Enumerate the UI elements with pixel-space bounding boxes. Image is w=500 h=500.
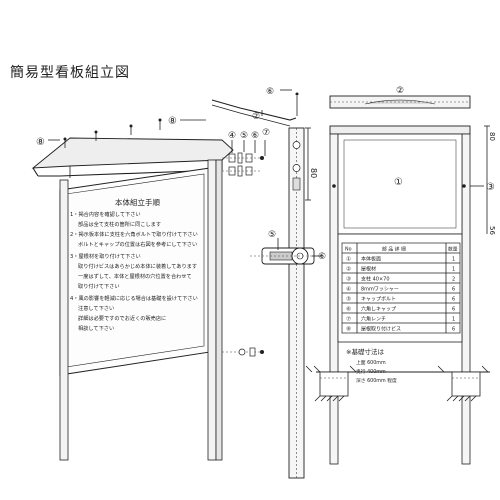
callout-6-detail: ⑥ — [318, 252, 326, 262]
table-row-name: 屋根取り付けビス — [361, 326, 401, 333]
roof-side-detail — [211, 89, 299, 127]
foundation-note-heading: ※基礎寸法は — [346, 347, 384, 356]
bolt-assembly-upper — [222, 152, 264, 177]
parts-header-no: No — [345, 247, 352, 253]
parts-rows: ① 本体板面 1 ② 屋根材 1 ③ 支柱 40×70 2 ④ 8mmワッシャー… — [346, 256, 455, 333]
callout-2-side: ② — [252, 112, 260, 122]
table-row-no: ⑥ — [346, 307, 351, 313]
table-row-name: 六角しキャップ — [361, 306, 396, 313]
table-row-qty: 6 — [452, 287, 455, 293]
instruction-line: 4・風の影響を軽減に応じる場合は基礎を設けて下さい — [70, 294, 198, 302]
callout-5: ⑤ — [240, 131, 248, 141]
table-row-qty: 1 — [452, 267, 455, 273]
callout-5-detail: ⑤ — [268, 230, 276, 240]
parts-header-name: 部 品 詳 細 — [382, 246, 406, 253]
table-row-qty: 6 — [452, 307, 455, 313]
instruction-line: 相談して下さい — [78, 324, 114, 332]
post-side-section — [288, 127, 305, 479]
table-row-name: キャップボルト — [361, 296, 396, 303]
callout-4: ④ — [228, 131, 236, 141]
table-row-no: ⑦ — [346, 316, 351, 323]
instruction-line: 一度はずして、本体と屋根材の穴位置を合わせて — [78, 272, 192, 280]
parts-table — [341, 242, 461, 334]
table-row-name: 本体板面 — [361, 256, 381, 263]
table-row-qty: 6 — [452, 297, 455, 303]
callout-8-top: ⑧ — [168, 116, 177, 127]
table-row-qty: 1 — [452, 317, 455, 323]
instruction-line: 1・掲合内容を確認して下さい — [70, 210, 141, 218]
parts-header-qty: 数量 — [448, 246, 458, 253]
instruction-line: 3・屋根材を取り付けて下さい — [70, 252, 141, 260]
callout-2-top: ② — [396, 86, 404, 96]
bolt-assembly-lower — [222, 347, 264, 357]
instruction-line: 取り付けて下さい — [78, 282, 120, 290]
callout-8-left: ⑧ — [36, 137, 45, 148]
ground-foundation — [305, 365, 490, 402]
instruction-line: ボルトとキャップの位置は右図を参考にして下さい — [78, 240, 197, 248]
roof-screws — [63, 118, 162, 148]
callout-6: ⑥ — [251, 131, 259, 141]
table-row-no: ① — [346, 257, 351, 263]
instructions-lines: 1・掲合内容を確認して下さい 部品は全て支柱の箇所に同こします 2・掲示板本体に… — [70, 210, 198, 332]
instruction-line: 部品は全て支柱の箇所に同こします — [78, 220, 161, 228]
callout-6-side: ⑥ — [266, 87, 274, 97]
instruction-line: 取り付けビスはあらかじめ本体に装着してあります — [78, 262, 197, 270]
table-row-qty: 6 — [452, 327, 455, 333]
page-title: 簡易型看板組立図 — [10, 65, 130, 81]
table-row-qty: 1 — [452, 257, 455, 263]
bolt-cross-section — [250, 247, 320, 265]
table-row-name: 支柱 40×70 — [361, 276, 390, 283]
table-row-no: ② — [346, 266, 351, 273]
foundation-note-line: 深さ 600mm 程度 — [356, 377, 397, 384]
instruction-line: 詳細は必要ですのでお近くの販売店に — [78, 314, 166, 322]
table-row-name: 8mmワッシャー — [361, 287, 399, 293]
table-row-name: 六角レンチ — [361, 316, 386, 323]
table-row-no: ⑤ — [346, 297, 351, 303]
roof-top-view — [329, 95, 471, 109]
table-row-no: ⑧ — [346, 327, 351, 333]
foundation-note-line: 上面 600mm — [356, 359, 386, 366]
table-row-no: ③ — [346, 277, 351, 283]
instructions-heading: 本体組立手順 — [115, 197, 160, 207]
callout-1: ① — [394, 177, 403, 188]
callout-7: ⑦ — [262, 128, 270, 138]
dimension-right-bottom: 56 — [488, 226, 496, 235]
callout-3: ③ — [486, 182, 495, 193]
table-row-qty: 2 — [452, 277, 455, 283]
instruction-line: 注意して下さい — [78, 304, 114, 312]
dimension-80-side: 80 — [309, 168, 318, 178]
posts-left — [59, 159, 223, 461]
instruction-line: 2・掲示板本体に支柱を六角ボルトで取り付けて下さい — [70, 230, 198, 238]
roof-perspective — [31, 137, 234, 178]
table-row-name: 屋根材 — [361, 266, 376, 273]
table-row-no: ④ — [346, 287, 351, 293]
dimension-right-top: 80 — [488, 132, 496, 141]
